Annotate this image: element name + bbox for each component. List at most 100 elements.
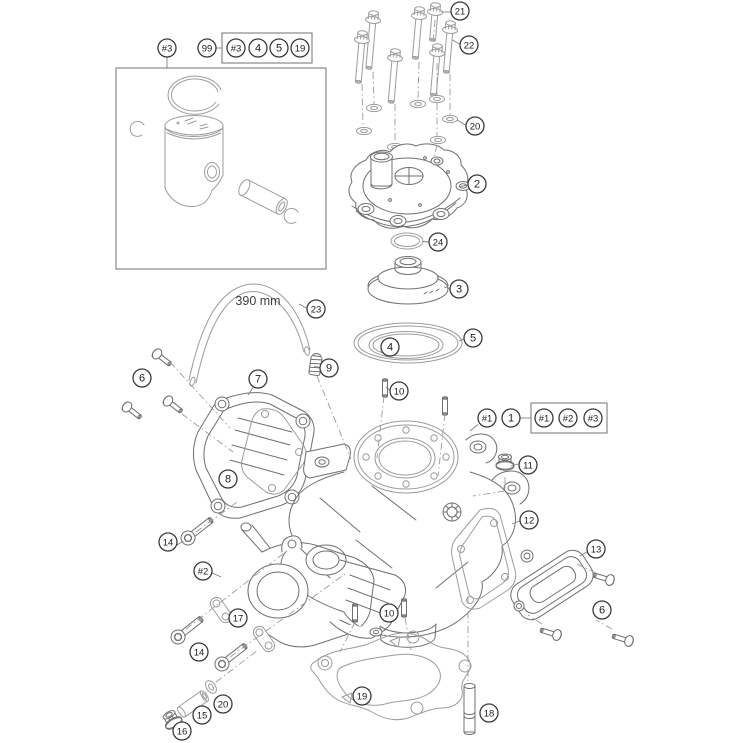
svg-text:22: 22 [464,41,475,52]
exhaust-flange-part [240,522,406,648]
callout-box1-19[interactable]: 19 [290,38,310,58]
control-cover-screws-group [121,348,183,420]
callout-c2[interactable]: 2 [467,174,487,194]
svg-text:24: 24 [433,238,444,249]
callout-c13[interactable]: 13 [586,539,606,559]
callout-c21[interactable]: 21 [450,1,470,21]
reed-valve-gasket-part [451,507,517,610]
svg-text:2: 2 [474,179,480,191]
callout-c10-top[interactable]: 10 [389,381,409,401]
svg-text:9: 9 [326,363,332,375]
combustion-dome-part [367,256,449,305]
callout-c12[interactable]: 12 [519,510,539,530]
callout-c20-top[interactable]: 20 [465,116,485,136]
callout-c17[interactable]: 17 [228,608,248,628]
svg-text:15: 15 [197,711,208,722]
callout-box2-p2[interactable]: #2 [558,408,578,428]
hose-length-label: 390 mm [235,294,280,308]
callout-c15[interactable]: 15 [192,705,212,725]
callout-box2-p1[interactable]: #1 [534,408,554,428]
callout-c19[interactable]: 19 [352,686,372,706]
callout-ref-99[interactable]: 99 [197,38,217,58]
callout-leader-lines [166,11,588,578]
svg-text:#3: #3 [588,414,599,425]
callout-c5[interactable]: 5 [463,328,483,348]
svg-text:20: 20 [218,700,229,711]
callout-c1[interactable]: 1 [501,408,521,428]
callout-c3[interactable]: 3 [449,279,469,299]
svg-text:99: 99 [202,44,213,55]
callout-c24[interactable]: 24 [428,232,448,252]
callout-c7[interactable]: 7 [248,369,268,389]
callout-c10-bottom[interactable]: 10 [379,603,399,623]
svg-text:#1: #1 [539,414,550,425]
callout-ref-p2[interactable]: #2 [193,561,213,581]
svg-text:16: 16 [177,727,188,738]
callout-ref-p1[interactable]: #1 [477,408,497,428]
svg-text:#2: #2 [563,414,574,425]
callout-c16[interactable]: 16 [172,721,192,741]
svg-text:10: 10 [384,609,395,620]
svg-text:#3: #3 [231,44,242,55]
piston-kit-ref-box [221,32,313,64]
circlip-right-part [283,207,299,224]
svg-text:10: 10 [394,387,405,398]
vent-hose-part [188,283,311,387]
flange-screws-group [170,517,248,672]
callout-c14-bottom[interactable]: 14 [189,642,209,662]
svg-text:1: 1 [508,413,514,425]
svg-text:6: 6 [599,605,605,617]
svg-text:3: 3 [456,284,462,296]
reed-cover-screws-group [539,572,634,647]
callout-c18[interactable]: 18 [479,703,499,723]
hex-nut-part [162,710,183,730]
callout-box1-p3[interactable]: #3 [226,38,246,58]
svg-text:20: 20 [470,122,481,133]
callout-box2-p3[interactable]: #3 [583,408,603,428]
callout-c8[interactable]: 8 [218,469,238,489]
callout-c23[interactable]: 23 [306,299,326,319]
callout-c6-right[interactable]: 6 [592,600,612,620]
svg-text:4: 4 [255,43,261,55]
callout-c9[interactable]: 9 [319,358,339,378]
control-cover-gasket-part [241,408,307,495]
callout-box1-5[interactable]: 5 [269,38,289,58]
svg-text:#1: #1 [482,414,493,425]
callout-c4[interactable]: 4 [380,337,400,357]
callout-c22[interactable]: 22 [459,35,479,55]
head-inner-oring-part [368,331,444,359]
valve-spring-part [308,353,323,376]
callout-c20-bottom[interactable]: 20 [213,694,233,714]
svg-text:4: 4 [387,342,393,354]
assembly-axis-lines [169,19,613,683]
svg-text:12: 12 [524,516,535,527]
svg-text:#2: #2 [198,567,209,578]
piston-part [164,115,224,208]
svg-text:13: 13 [591,545,602,556]
piston-ring-part [167,75,222,115]
svg-text:18: 18 [484,709,495,720]
callout-c14-top[interactable]: 14 [158,532,178,552]
svg-text:7: 7 [255,374,261,386]
svg-text:21: 21 [455,7,466,18]
callout-c11[interactable]: 11 [518,455,538,475]
svg-text:#3: #3 [162,44,173,55]
callout-ref-p3-top[interactable]: #3 [157,38,177,58]
flange-nut-part [495,453,515,471]
svg-text:8: 8 [225,474,231,486]
piston-detail-box [115,67,327,270]
svg-text:23: 23 [311,305,322,316]
cylinder-base-gasket-part [310,630,472,721]
head-oring-part [390,232,424,250]
svg-text:11: 11 [523,461,533,472]
svg-text:5: 5 [470,333,476,345]
washer-part [205,680,217,694]
circlip-left-part [129,120,145,137]
reference-boxes-layer [115,32,608,434]
reed-valve-cover-part [510,549,594,621]
callout-c6-left[interactable]: 6 [132,368,152,388]
callout-box1-4[interactable]: 4 [248,38,268,58]
control-cover-part [192,392,315,519]
